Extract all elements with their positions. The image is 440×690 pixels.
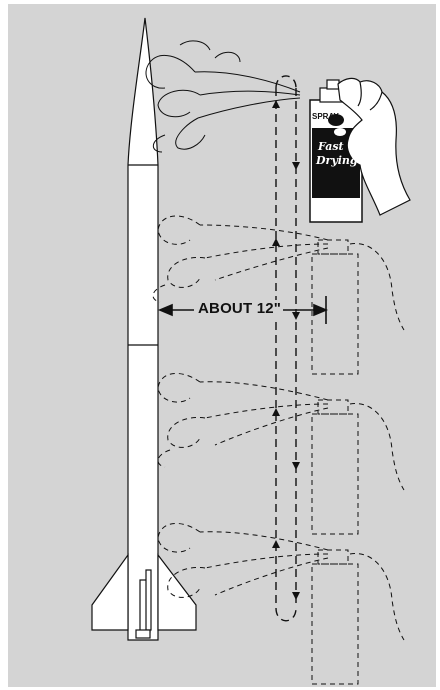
spray-can-label-line2: Drying [316, 154, 358, 167]
spray-plume [146, 41, 300, 152]
rocket-illustration [92, 18, 196, 640]
distance-label: ABOUT 12" [196, 300, 283, 317]
spray-can-brand: SPRAY [312, 112, 339, 121]
motion-arrows [276, 76, 296, 621]
spray-can-label-line1: Fast [318, 140, 344, 153]
